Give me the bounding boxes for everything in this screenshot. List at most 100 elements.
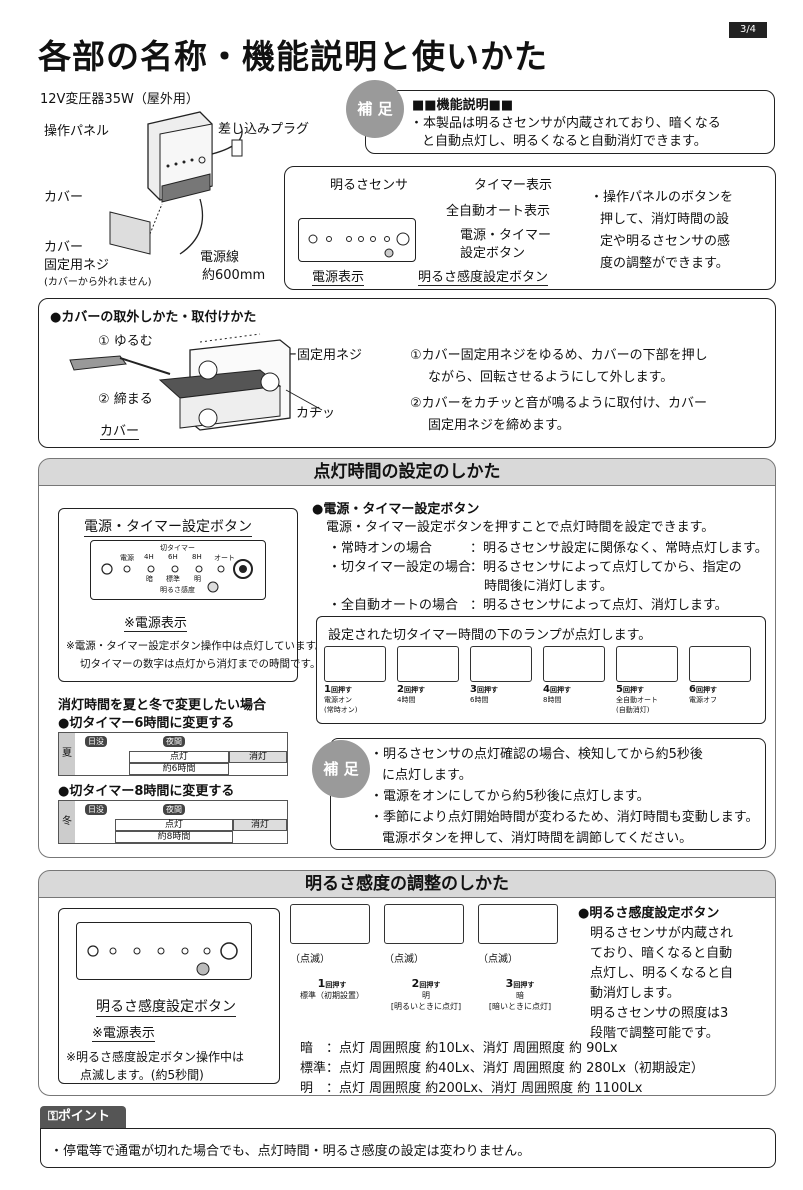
sens-level-bright: 明 ：点灯 周囲照度 約200Lx、消灯 周囲照度 約 1100Lx [300,1081,643,1096]
timer-step: 6回押す 電源オフ [689,646,759,705]
timer-panel-label: 電源・タイマー設定ボタン [84,516,252,537]
key-icon: ⚿ [48,1109,58,1124]
cover-label: カバー [44,190,84,205]
sens-step-sequence: （点滅） 1回押す 標準（初期設置） （点滅） 2回押す 明 [明るいときに点灯… [286,904,566,1028]
power-timer-desc: 電源・タイマー設定ボタンを押すことで点灯時間を設定できます。 [326,520,715,535]
season-heading: 消灯時間を夏と冬で変更したい場合 [58,698,267,713]
panel-text-4h: 4H [144,553,154,561]
cover-step-1b: ながら、回転させるようにして外します。 [428,370,674,385]
mini-panel [616,646,678,682]
mini-panel [324,646,386,682]
power-timer-button-label-1: 電源・タイマー [460,228,552,243]
cover-section-heading: ●カバーの取外しかた・取付けかた [50,310,257,325]
sens-panel-diagram [76,922,252,980]
timer-section-header: 点灯時間の設定のしかた [38,458,776,486]
power-timer-button-label-2: 設定ボタン [460,246,526,261]
timer-step: 5回押す 全自動オート (自動消灯) [616,646,686,715]
sens-note-2: 点滅します。(約5秒間) [80,1068,204,1082]
timer-section-body [38,486,776,858]
page-title: 各部の名称・機能説明と使いかた [38,37,548,76]
point-box [40,1128,776,1168]
panel-text-8h: 8H [192,553,202,561]
timer-panel-diagram [90,540,266,600]
eight-hour-heading: ●切タイマー8時間に変更する [58,784,235,799]
panel-text-bright: 明 [194,575,201,583]
cover-screw-label-1: カバー [44,240,84,255]
loosen-label: ① ゆるむ [98,334,153,349]
panel-text-auto: オート [214,554,235,562]
mode-list: ・常時オンの場合：明るさセンサ設定に関係なく、常時点灯します。 ・切タイマー設定… [328,538,768,614]
point-text: ・停電等で通電が切れた場合でも、点灯時間・明るさ感度の設定は変わりません。 [50,1144,531,1159]
panel-text-6h: 6H [168,553,178,561]
click-label: カチッ [296,406,336,421]
cover-removal-illustration [69,333,323,431]
supplement-badge-1: 補 足 [346,80,404,138]
timer-step: 3回押す 6時間 [470,646,540,705]
sens-button-label: 明るさ感度設定ボタン [96,996,236,1017]
six-hour-heading: ●切タイマー6時間に変更する [58,716,235,731]
power-display-label: 電源表示 [312,266,365,286]
sensitivity-section-title: 明るさ感度の調整のしかた [305,874,509,894]
mini-panel [290,904,370,944]
cover-step-2a: ②カバーをカチッと音が鳴るように取付け、カバー [410,396,708,411]
panel-text-sens: 明るさ感度 [160,586,195,594]
panel-desc-4: 度の調整ができます。 [600,256,729,271]
cover-step-1a: ①カバー固定用ネジをゆるめ、カバーの下部を押し [410,348,708,363]
point-badge: ⚿ポイント [40,1106,126,1128]
operation-panel-label: 操作パネル [44,124,110,139]
sens-note-1: ※明るさ感度設定ボタン操作中は [66,1050,245,1064]
timer-section-title: 点灯時間の設定のしかた [313,462,501,482]
panel-text-std: 標準 [166,575,180,583]
mode-row: ・切タイマー設定の場合：明るさセンサによって点灯してから、指定の [328,560,742,575]
cover-section-box [38,298,776,448]
sens-level-standard: 標準：点灯 周囲照度 約40Lx、消灯 周囲照度 約 280Lx（初期設定） [300,1061,704,1076]
mode-row: ・常時オンの場合：明るさセンサ設定に関係なく、常時点灯します。 [328,541,768,556]
panel-diagram-small [298,218,416,262]
sens-step: （点滅） 1回押す 標準（初期設置） [290,904,374,1001]
supplement-heading-1: ■■機能説明■■ [412,98,514,113]
mode-row: 時間後に消灯します。 [484,579,613,594]
timer-step: 4回押す 8時間 [543,646,613,705]
timer-display-label: タイマー表示 [474,178,553,193]
power-timer-heading: ●電源・タイマー設定ボタン [312,502,480,517]
panel-desc-2: 押して、消灯時間の設 [600,212,729,227]
mini-panel [397,646,459,682]
sensitivity-section-body [38,898,776,1096]
panel-text-dark: 暗 [146,575,153,583]
mode-row: ・全自動オートの場合：明るさセンサによって点灯、消灯します。 [328,598,728,613]
panel-text-off-timer: 切タイマー [160,544,195,552]
timer-power-note: ※電源表示 [124,612,187,632]
cover-screw-label-2: 固定用ネジ [44,258,110,273]
transformer-illustration [109,111,243,255]
sensitivity-button-label: 明るさ感度設定ボタン [418,266,549,286]
cover-step-2b: 固定用ネジを締めます。 [428,418,570,433]
timer-step: 2回押す 4時間 [397,646,467,705]
timer-note-1: ※電源・タイマー設定ボタン操作中は点灯しています。 [66,640,326,652]
page-number: 3/4 [729,22,767,38]
sens-step: （点滅） 3回押す 暗 [暗いときに点灯] [478,904,562,1012]
auto-display-label: 全自動オート表示 [446,204,551,219]
mini-panel [689,646,751,682]
mini-panel [470,646,532,682]
cover-label-2: カバー [100,420,140,440]
timer-step: 1回押す 電源オン (常時オン) [324,646,394,715]
lamp-box-title: 設定された切タイマー時間の下のランプが点灯します。 [328,628,652,643]
sensitivity-section-header: 明るさ感度の調整のしかた [38,870,776,898]
mini-panel [384,904,464,944]
transformer-label: 12V変圧器35W（屋外用） [40,92,199,107]
panel-desc-1: ・操作パネルのボタンを [590,190,734,205]
timer-supplement-box [330,738,766,850]
timer-sup-3: ・電源をオンにしてから約5秒後に点灯します。 [370,789,650,804]
cable-label-1: 電源線 [200,250,240,265]
timer-supplement-badge: 補 足 [312,740,370,798]
timer-sup-5: 電源ボタンを押して、消灯時間を調節してください。 [382,831,693,846]
sens-description: ●明るさ感度設定ボタン 明るさセンサが内蔵され ており、暗くなると自動 点灯し、… [578,906,734,1041]
cable-label-2: 約600mm [202,268,266,283]
timer-sup-2: に点灯します。 [382,768,472,783]
brightness-sensor-label: 明るさセンサ [330,178,409,193]
timer-note-2: 切タイマーの数字は点灯から消灯までの時間です。 [80,658,321,670]
sens-level-dark: 暗 ：点灯 周囲照度 約10Lx、消灯 周囲照度 約 90Lx [300,1041,618,1056]
timer-sup-4: ・季節により点灯開始時間が変わるため、消灯時間も変動します。 [370,810,759,825]
timer-step-sequence: 1回押す 電源オン (常時オン) 2回押す 4時間 3回押す 6時間 4回押す … [324,646,764,720]
summer-timeline: 夏 日没 夜間 点灯 消灯 約6時間 [58,732,288,776]
